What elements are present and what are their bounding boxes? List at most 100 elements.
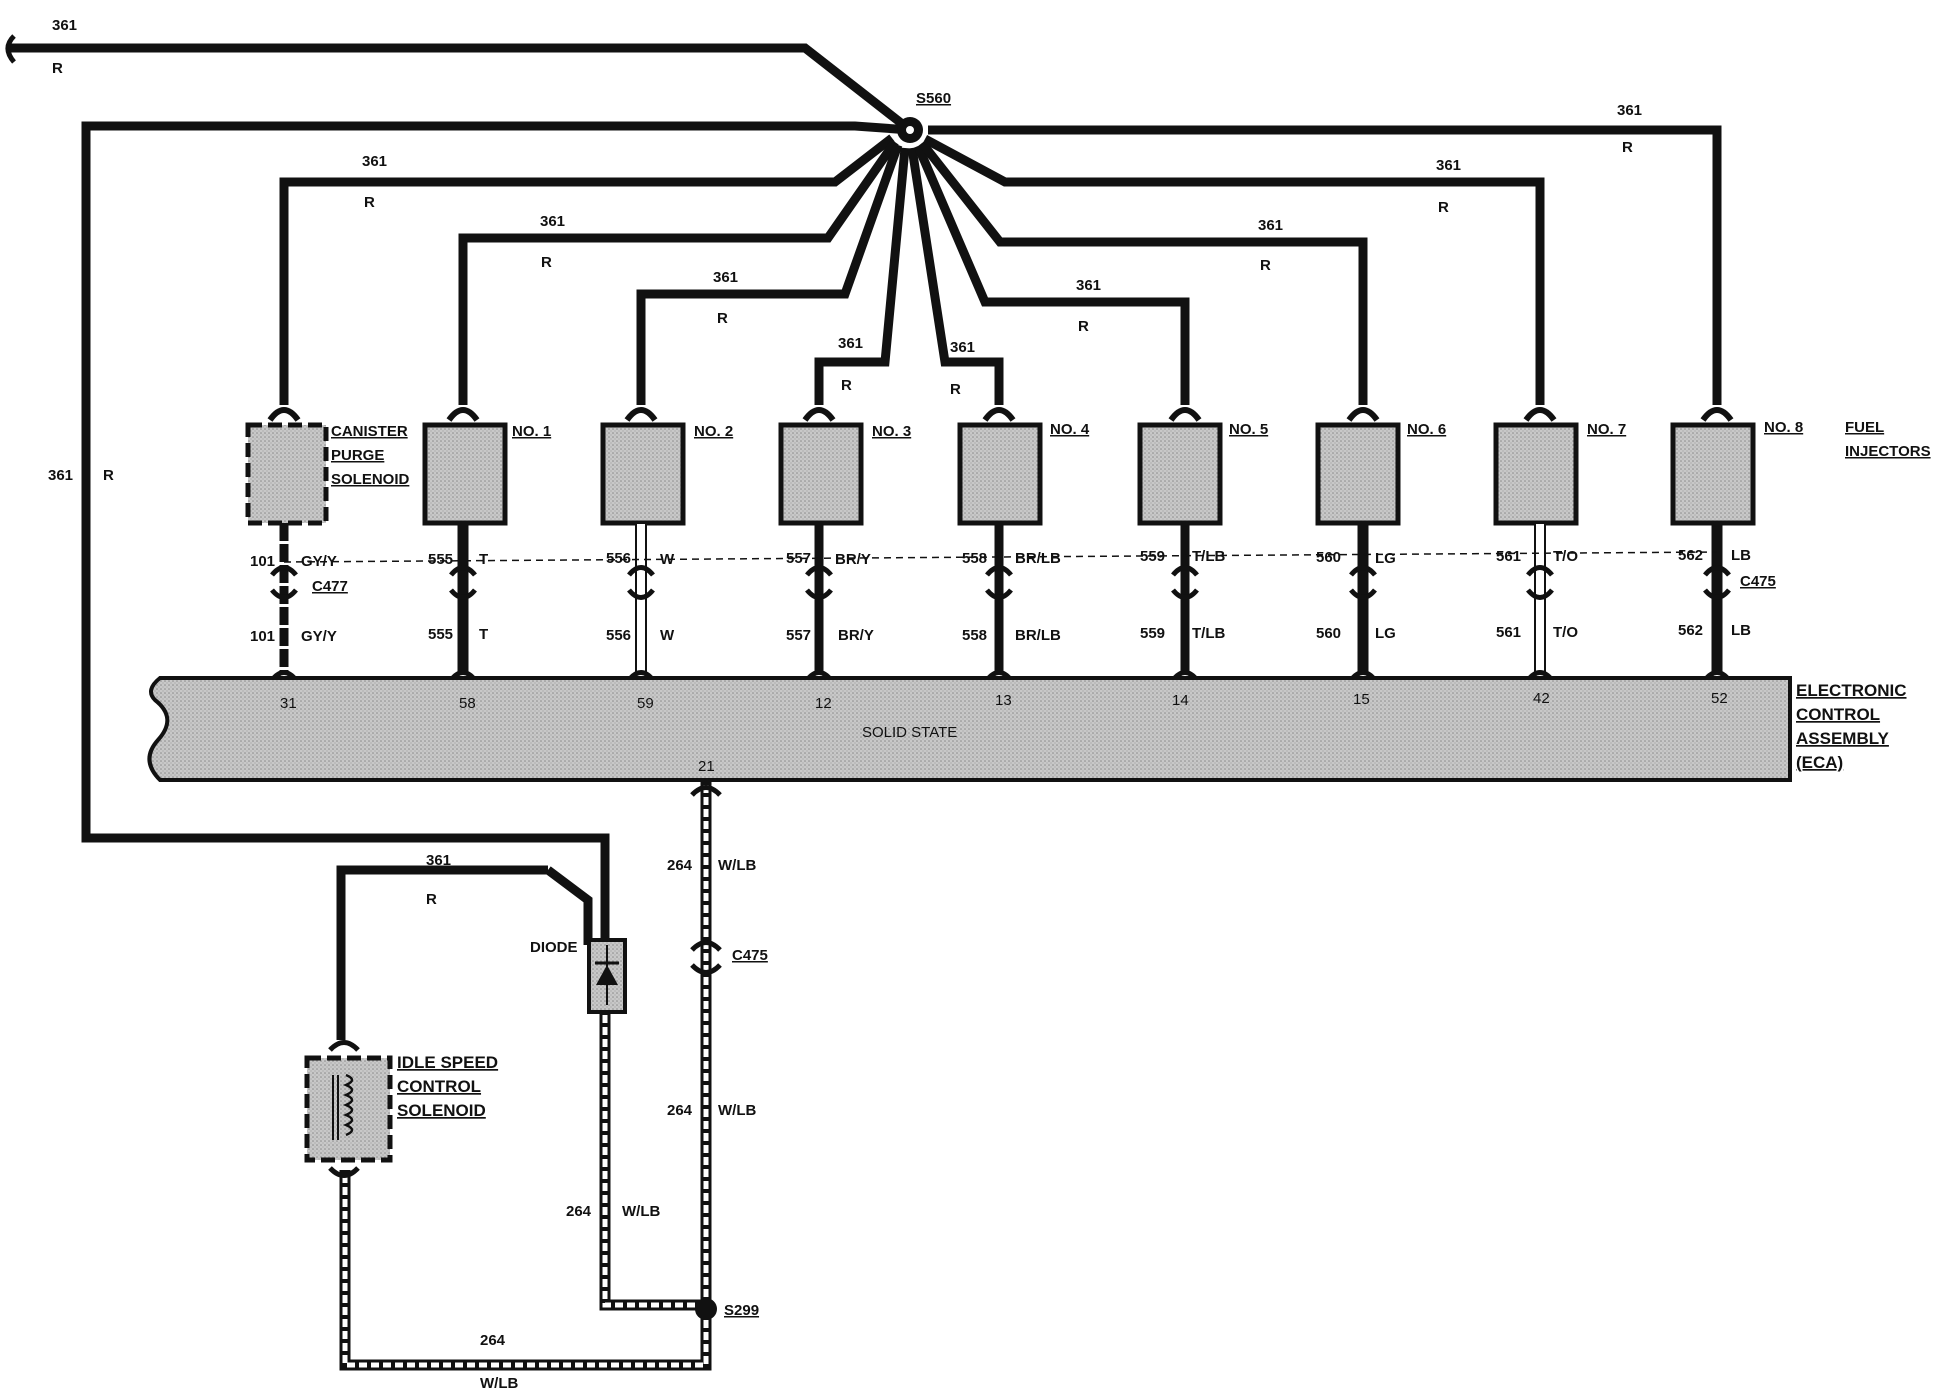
label-canister-1: CANISTER	[331, 423, 408, 440]
wire-361-input	[8, 43, 913, 134]
label-eca-1: ELECTRONIC	[1796, 681, 1907, 700]
c-101-top	[270, 565, 298, 577]
label-101-bot: 101	[250, 628, 275, 645]
label-560-top: 560	[1316, 549, 1341, 566]
label-101-top: 101	[250, 553, 275, 570]
eca-pin-numbers: 31 58 59 12 13 14 15 42 52 21	[280, 690, 1728, 775]
label-361-no8: 361	[1617, 102, 1642, 119]
label-lb-top: LB	[1731, 547, 1751, 564]
label-no2: NO. 2	[694, 423, 733, 440]
injector-no2-body	[600, 422, 686, 526]
label-r-input: R	[52, 60, 63, 77]
wire-361-no1	[458, 139, 899, 405]
canister-purge-solenoid-body	[245, 422, 329, 526]
label-c475-bottom: C475	[732, 947, 768, 964]
label-no8: NO. 8	[1764, 419, 1803, 436]
c-555-bot	[449, 588, 477, 600]
c-556-top	[627, 565, 655, 577]
label-eca-2: CONTROL	[1796, 705, 1880, 724]
label-361-no4: 361	[950, 339, 975, 356]
c-557-bot	[805, 588, 833, 600]
c475-264-connector	[690, 785, 722, 975]
label-361-no2: 361	[713, 269, 738, 286]
c-556-bot	[627, 588, 655, 600]
connector-hook-canister	[267, 407, 301, 422]
injector-no7-body	[1493, 422, 1579, 526]
label-gyy-top: GY/Y	[301, 553, 337, 570]
pin-14: 14	[1172, 692, 1189, 709]
label-r-no5: R	[1078, 318, 1089, 335]
fuel-injectors	[422, 422, 1756, 526]
label-555-top: 555	[428, 551, 453, 568]
label-no7: NO. 7	[1587, 421, 1626, 438]
label-r-isc: R	[426, 891, 437, 908]
label-557-top: 557	[786, 550, 811, 567]
eca-pin21-hook	[690, 785, 722, 797]
label-562-bot: 562	[1678, 622, 1703, 639]
connector-hook-no1	[446, 407, 480, 422]
label-558-bot: 558	[962, 627, 987, 644]
label-canister-2: PURGE	[331, 447, 384, 464]
c-555-top	[449, 565, 477, 577]
wire-361-no8	[928, 125, 1722, 405]
label-eca-3: ASSEMBLY	[1796, 729, 1890, 748]
label-r-no3: R	[841, 377, 852, 394]
c-559-top	[1171, 565, 1199, 577]
label-361-no5: 361	[1076, 277, 1101, 294]
label-wlb-a: W/LB	[718, 857, 756, 874]
injector-no8-body	[1670, 422, 1756, 526]
label-diode: DIODE	[530, 939, 578, 956]
label-fuel-2: INJECTORS	[1845, 443, 1931, 460]
wire-361-no2	[636, 143, 903, 405]
label-isc-2: CONTROL	[397, 1077, 481, 1096]
label-557-bot: 557	[786, 627, 811, 644]
label-to-bot: T/O	[1553, 624, 1578, 641]
white-wires	[635, 522, 1546, 673]
splice-s560-center	[906, 126, 914, 134]
mid-connector-hooks	[270, 565, 1731, 600]
wire-264-isc-inner	[342, 1175, 709, 1368]
label-tlb-bot: T/LB	[1192, 625, 1225, 642]
injector-no5-body	[1137, 422, 1223, 526]
label-brlb-bot: BR/LB	[1015, 627, 1061, 644]
label-t-top: T	[479, 551, 488, 568]
label-isc-1: IDLE SPEED	[397, 1053, 498, 1072]
label-361-no6: 361	[1258, 217, 1283, 234]
wire-361-isc	[545, 866, 593, 945]
connector-hook-no7	[1523, 407, 1557, 422]
label-no5: NO. 5	[1229, 421, 1268, 438]
pin-59: 59	[637, 695, 654, 712]
connector-hook-no6	[1346, 407, 1380, 422]
wire-361-isc-top	[336, 865, 548, 1040]
label-r-no7: R	[1438, 199, 1449, 216]
label-no6: NO. 6	[1407, 421, 1446, 438]
c-562-top	[1703, 565, 1731, 577]
wire-361-isc-loop	[81, 121, 911, 945]
wire-264-diode	[599, 1010, 706, 1311]
label-559-top: 559	[1140, 548, 1165, 565]
label-r-no4: R	[950, 381, 961, 398]
wire-start-bracket	[5, 34, 16, 64]
wire-361-feed-group	[8, 43, 1722, 945]
label-556-top: 556	[606, 550, 631, 567]
label-556-bot: 556	[606, 627, 631, 644]
label-264-b: 264	[667, 1102, 693, 1119]
label-c477: C477	[312, 578, 348, 595]
label-r-loop: R	[103, 467, 114, 484]
isc-hook-top	[328, 1040, 360, 1052]
label-c475-top: C475	[1740, 573, 1776, 590]
pin-13: 13	[995, 692, 1012, 709]
pin-31: 31	[280, 695, 297, 712]
label-361-no7: 361	[1436, 157, 1461, 174]
label-r-no6: R	[1260, 257, 1271, 274]
label-wlb-b: W/LB	[718, 1102, 756, 1119]
label-562-top: 562	[1678, 547, 1703, 564]
wire-361-no7	[922, 135, 1545, 405]
c-558-top	[985, 565, 1013, 577]
c-561-bot	[1526, 588, 1554, 600]
label-solid-state: SOLID STATE	[862, 724, 957, 741]
label-wlb-d: W/LB	[480, 1375, 518, 1392]
label-lb-bot: LB	[1731, 622, 1751, 639]
pin-12: 12	[815, 695, 832, 712]
